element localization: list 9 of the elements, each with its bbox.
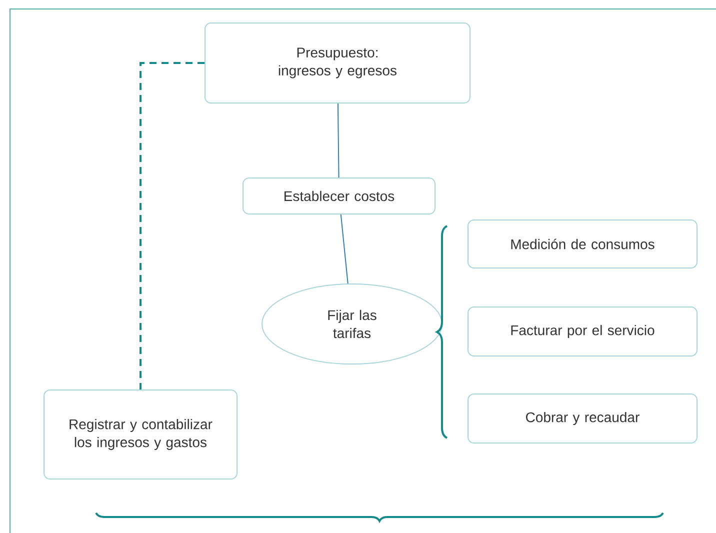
process-box: Registrar y contabilizar los ingresos y gastos xyxy=(44,390,238,480)
connector xyxy=(140,62,204,390)
process-box: Establecer costos xyxy=(242,178,436,214)
process-box: Facturar por el servicio xyxy=(468,306,698,356)
process-box: Medición de consumos xyxy=(468,220,698,268)
process-box: Presupuesto: ingresos y egresos xyxy=(204,22,470,104)
connector xyxy=(340,214,348,284)
process-box: Cobrar y recaudar xyxy=(468,393,698,444)
connector xyxy=(337,103,340,178)
